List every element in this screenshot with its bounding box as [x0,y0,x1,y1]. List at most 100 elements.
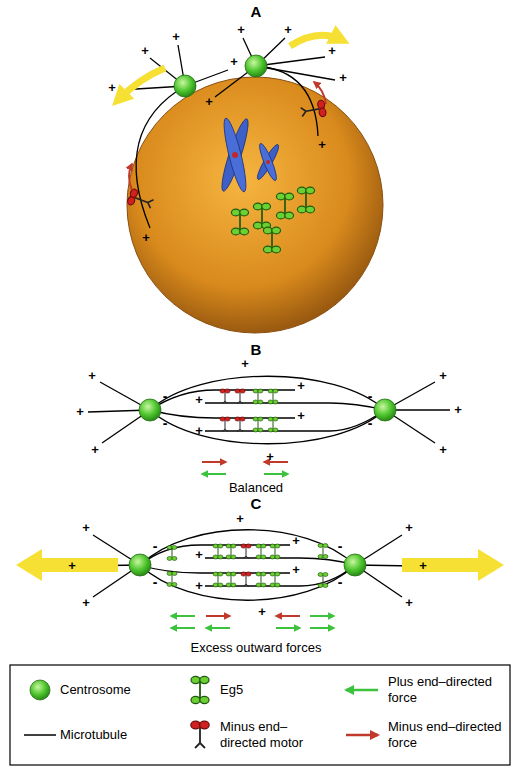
legend-centrosome-sample [30,680,50,700]
eg5-motor [253,203,270,229]
motor-direction-arrow [314,82,326,104]
eg5-motor [226,544,236,559]
polarity-sign: + [292,534,300,548]
polarity-sign: - [368,416,373,431]
force-arrow [276,615,300,617]
polarity-sign: + [297,409,305,423]
legend-plus-force-sample [346,689,378,692]
eg5-motor [167,572,177,587]
polarity-sign: + [108,81,116,95]
force-arrow [276,627,300,629]
panel-caption: Excess outward forces [191,641,322,655]
chromosome [218,117,253,194]
polarity-sign: + [266,450,274,464]
force-arrow [171,615,195,617]
legend-minus-force-sample [346,734,378,737]
polarity-sign: + [205,95,213,109]
legend-motor-sample [191,721,209,748]
eg5-motor [167,546,177,561]
legend [10,665,510,765]
polarity-sign: - [163,416,168,431]
polarity-sign: + [419,559,427,573]
polarity-sign: + [454,403,462,417]
eg5-motor [318,544,328,559]
eg5-motor [270,544,280,559]
force-arrow [171,627,195,629]
polarity-sign: + [318,138,326,152]
outward-force-arrow [16,549,118,581]
polarity-sign: + [82,596,90,610]
polarity-sign: + [328,44,336,58]
nucleus [127,77,383,333]
polarity-sign: + [88,369,96,383]
polarity-sign: + [405,596,413,610]
legend-microtubule-sample [24,734,56,736]
microtubule [88,376,450,444]
polarity-sign: + [142,231,150,245]
polarity-sign: + [141,44,149,58]
polarity-sign: + [195,393,203,407]
polarity-sign: + [258,605,266,619]
centrosome [139,399,161,421]
polarity-sign: - [153,575,158,590]
polarity-sign: + [82,521,90,535]
polarity-sign: - [338,575,343,590]
minus-end-motor [241,572,251,587]
legend-text: Eg5 [220,682,330,698]
panel-b [88,376,450,474]
legend-text: Plus end–directed force [388,674,503,705]
minus-end-motor [241,544,251,559]
eg5-motor [263,227,280,253]
eg5-motor [226,572,236,587]
microtubule [120,38,335,228]
polarity-sign: + [439,369,447,383]
separation-arrow [118,68,165,100]
panel-letter: B [251,342,262,359]
minus-end-motor [126,188,154,212]
centrosome [344,554,366,576]
minus-end-motor [235,389,245,404]
eg5-motor [276,193,293,219]
eg5-motor [213,544,223,559]
panel-caption: Balanced [229,481,283,495]
polarity-sign: + [236,512,244,526]
polarity-sign: + [195,548,203,562]
centrosome [245,55,267,77]
eg5-motor [213,572,223,587]
legend-eg5-sample [191,676,209,703]
eg5-motor [268,389,278,404]
legend-box [10,665,510,765]
panel-a [118,35,383,333]
polarity-sign: - [163,389,168,404]
polarity-sign: + [68,559,76,573]
eg5-motor [297,187,314,213]
microtubule [80,530,415,601]
polarity-sign: + [76,405,84,419]
legend-text: Minus end–directed motor [220,719,330,750]
polarity-sign: - [368,389,373,404]
centrosome [374,399,396,421]
legend-text: Centrosome [60,682,170,698]
panel-letter: C [251,496,262,513]
eg5-motor [256,544,266,559]
eg5-motor [270,572,280,587]
eg5-motor [231,209,248,235]
polarity-sign: + [292,563,300,577]
polarity-sign: + [297,379,305,393]
force-arrow [206,627,230,629]
polarity-sign: + [241,357,249,371]
eg5-motor [268,417,278,432]
minus-end-motor [300,100,327,120]
legend-text: Microtubule [60,727,170,743]
polarity-sign: + [284,23,292,37]
eg5-motor [253,417,263,432]
polarity-sign: + [237,23,245,37]
panel-letter: A [251,4,262,21]
polarity-sign: - [338,539,343,554]
motor-direction-arrow [129,164,132,190]
polarity-sign: - [153,539,158,554]
centrosome [129,554,151,576]
